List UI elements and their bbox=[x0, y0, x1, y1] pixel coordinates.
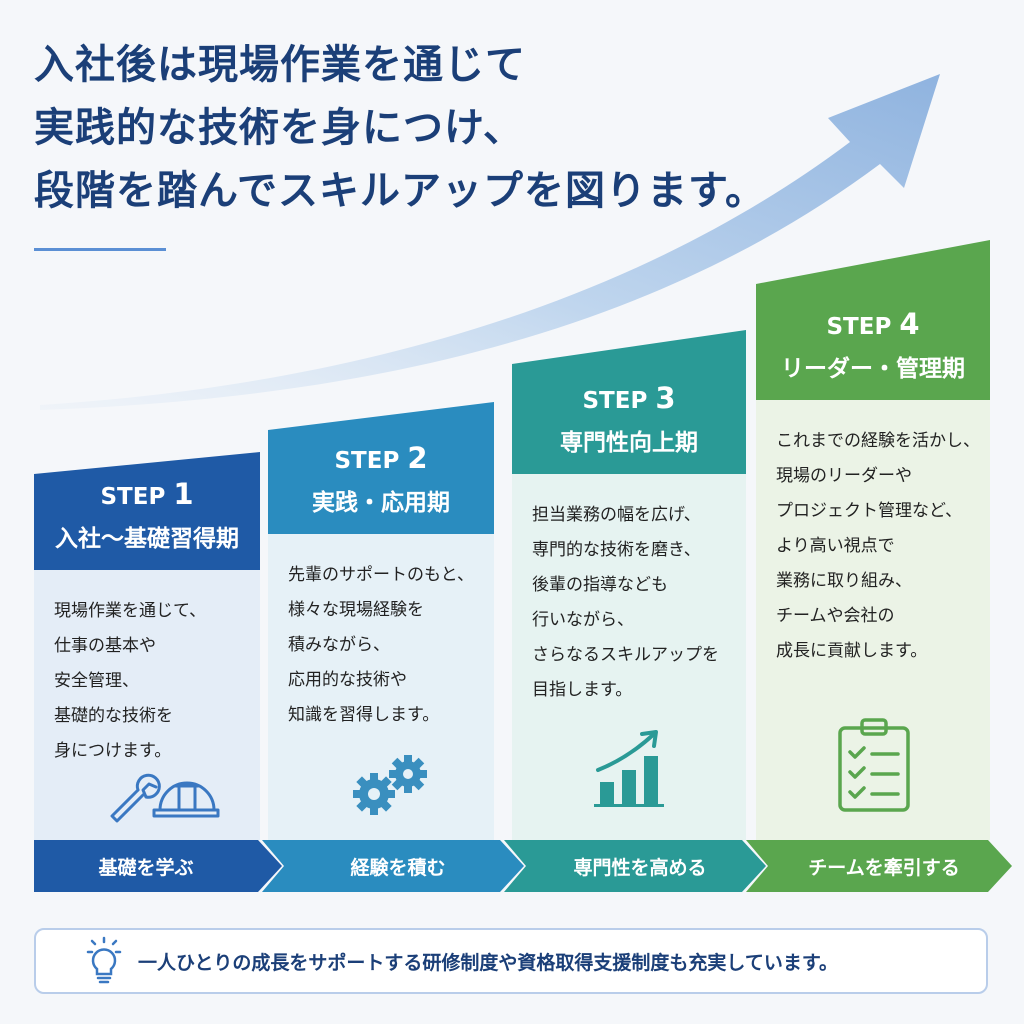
support-note: 一人ひとりの成長をサポートする研修制度や資格取得支援制度も充実しています。 bbox=[34, 928, 988, 994]
step-4-desc-line: これまでの経験を活かし、 bbox=[776, 431, 980, 451]
step-3-title: 専門性向上期 bbox=[560, 430, 698, 456]
step-1-title: 入社〜基礎習得期 bbox=[55, 526, 239, 552]
step-4-banner: チームを牽引する bbox=[746, 840, 1012, 892]
step-2-card: STEP 2 実践・応用期 先輩のサポートのもと、 様々な現場経験を 積みながら… bbox=[268, 402, 494, 840]
step-3-card: STEP 3 専門性向上期 担当業務の幅を広げ、 専門的な技術を磨き、 後輩の指… bbox=[512, 330, 746, 840]
step-4-desc-line: より高い視点で bbox=[776, 536, 895, 556]
step-3-number: STEP 3 bbox=[512, 381, 746, 418]
step-1-desc-line: 身につけます。 bbox=[54, 741, 172, 761]
step-2-desc-line: 応用的な技術や bbox=[288, 670, 407, 690]
step-3-banner: 専門性を高める bbox=[504, 840, 766, 892]
step-1-label: STEP bbox=[100, 484, 166, 510]
growth-chart-icon bbox=[594, 730, 664, 807]
clipboard-checklist-icon bbox=[838, 718, 910, 812]
step-4-title: リーダー・管理期 bbox=[781, 356, 965, 382]
step-2-title: 実践・応用期 bbox=[312, 490, 450, 516]
wrench-and-hardhat-icon bbox=[110, 773, 220, 823]
step-1-number: STEP 1 bbox=[34, 477, 260, 514]
step-3-desc-line: 目指します。 bbox=[532, 680, 633, 700]
step-1-digit: 1 bbox=[173, 477, 194, 511]
step-4-desc-line: 業務に取り組み、 bbox=[776, 571, 912, 591]
step-2-desc-line: 知識を習得します。 bbox=[288, 705, 440, 725]
step-1-desc-line: 仕事の基本や bbox=[54, 636, 156, 656]
step-4-desc-line: 成長に貢献します。 bbox=[776, 641, 928, 661]
step-1-card: STEP 1 入社〜基礎習得期 現場作業を通じて、 仕事の基本や 安全管理、 基… bbox=[34, 452, 260, 840]
growth-arrow-icon bbox=[40, 74, 940, 410]
step-1-header: STEP 1 入社〜基礎習得期 bbox=[34, 452, 260, 570]
step-4-digit: 4 bbox=[899, 307, 920, 341]
step-4-desc-line: 現場のリーダーや bbox=[776, 466, 912, 486]
step-3-label: STEP bbox=[582, 388, 648, 414]
headline-line-3: 段階を踏んでスキルアップを図ります。 bbox=[34, 168, 766, 214]
step-2-digit: 2 bbox=[407, 441, 428, 475]
step-1-description: 現場作業を通じて、 仕事の基本や 安全管理、 基礎的な技術を 身につけます。 bbox=[54, 594, 242, 769]
step-3-banner-label: 専門性を高める bbox=[573, 856, 707, 879]
step-2-label: STEP bbox=[334, 448, 400, 474]
step-1-desc-line: 安全管理、 bbox=[54, 671, 139, 691]
step-4-label: STEP bbox=[826, 314, 892, 340]
lightbulb-icon bbox=[86, 936, 122, 984]
step-3-desc-line: さらなるスキルアップを bbox=[532, 645, 719, 665]
step-2-desc-line: 積みながら、 bbox=[288, 635, 390, 655]
headline-line-1: 入社後は現場作業を通じて bbox=[34, 42, 526, 88]
step-2-desc-line: 先輩のサポートのもと、 bbox=[288, 565, 474, 585]
step-4-banner-label: チームを牽引する bbox=[808, 856, 960, 879]
gears-icon bbox=[353, 755, 427, 815]
step-2-description: 先輩のサポートのもと、 様々な現場経験を 積みながら、 応用的な技術や 知識を習… bbox=[288, 558, 476, 733]
step-3-header: STEP 3 専門性向上期 bbox=[512, 330, 746, 474]
headline-line-2: 実践的な技術を身につけ、 bbox=[34, 105, 524, 151]
step-2-header: STEP 2 実践・応用期 bbox=[268, 402, 494, 534]
step-3-description: 担当業務の幅を広げ、 専門的な技術を磨き、 後輩の指導なども 行いながら、 さら… bbox=[532, 498, 728, 708]
step-4-desc-line: プロジェクト管理など、 bbox=[776, 501, 963, 521]
step-4-description: これまでの経験を活かし、 現場のリーダーや プロジェクト管理など、 より高い視点… bbox=[776, 424, 980, 669]
step-3-desc-line: 担当業務の幅を広げ、 bbox=[532, 505, 701, 525]
step-4-body: これまでの経験を活かし、 現場のリーダーや プロジェクト管理など、 より高い視点… bbox=[756, 400, 990, 840]
step-1-banner-label: 基礎を学ぶ bbox=[98, 856, 194, 879]
headline: 入社後は現場作業を通じて 実践的な技術を身につけ、 段階を踏んでスキルアップを図… bbox=[34, 34, 766, 223]
step-2-desc-line: 様々な現場経験を bbox=[288, 600, 424, 620]
step-1-body: 現場作業を通じて、 仕事の基本や 安全管理、 基礎的な技術を 身につけます。 bbox=[34, 570, 260, 840]
headline-underline bbox=[34, 248, 166, 251]
step-4-desc-line: チームや会社の bbox=[776, 606, 895, 626]
step-3-digit: 3 bbox=[655, 381, 676, 415]
step-1-desc-line: 基礎的な技術を bbox=[54, 706, 173, 726]
step-3-desc-line: 行いながら、 bbox=[532, 610, 634, 630]
support-note-text: 一人ひとりの成長をサポートする研修制度や資格取得支援制度も充実しています。 bbox=[138, 951, 838, 974]
step-4-header: STEP 4 リーダー・管理期 bbox=[756, 240, 990, 400]
step-3-desc-line: 後輩の指導なども bbox=[532, 575, 668, 595]
step-2-number: STEP 2 bbox=[268, 441, 494, 478]
step-1-desc-line: 現場作業を通じて、 bbox=[54, 601, 207, 621]
step-2-banner: 経験を積む bbox=[262, 840, 524, 892]
step-1-banner: 基礎を学ぶ bbox=[34, 840, 282, 892]
step-4-number: STEP 4 bbox=[756, 307, 990, 344]
step-3-desc-line: 専門的な技術を磨き、 bbox=[532, 540, 701, 560]
step-2-banner-label: 経験を積む bbox=[350, 856, 446, 879]
step-4-card: STEP 4 リーダー・管理期 これまでの経験を活かし、 現場のリーダーや プロ… bbox=[756, 240, 990, 840]
